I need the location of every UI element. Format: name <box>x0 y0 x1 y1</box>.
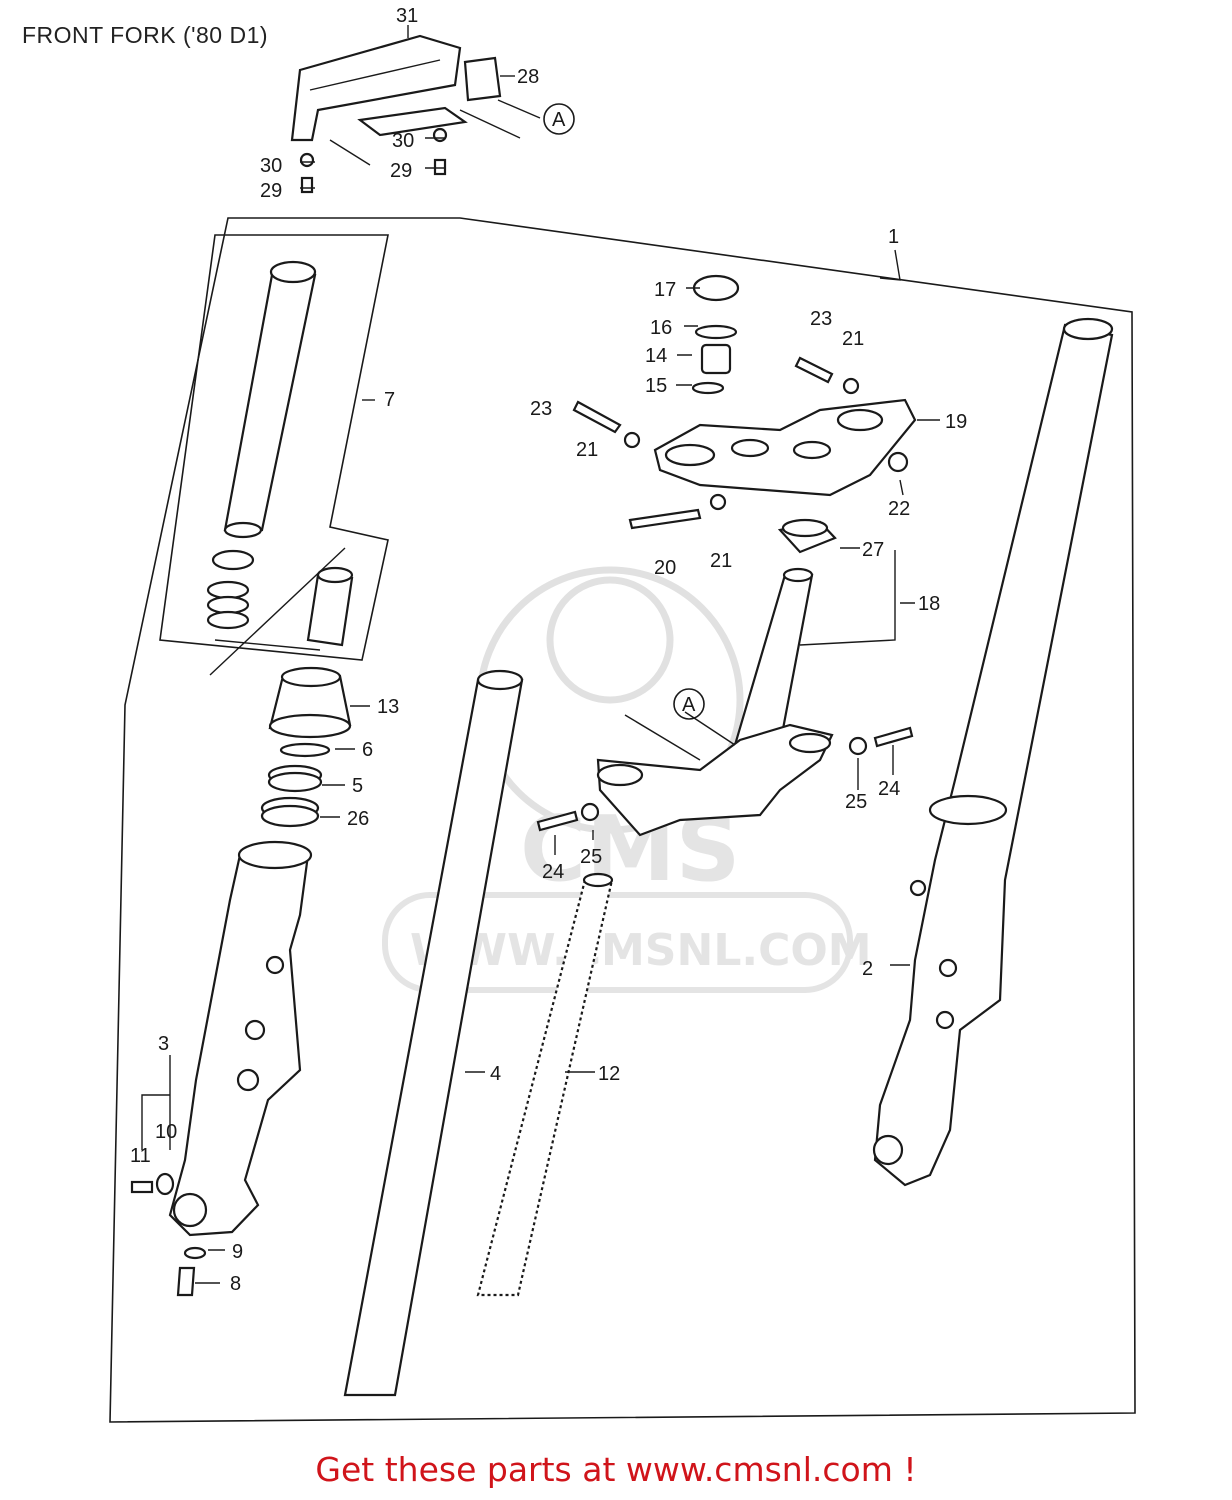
oil-seal-parts <box>260 666 352 828</box>
callout-14: 14 <box>645 345 667 367</box>
callout-21b: 21 <box>576 439 598 461</box>
cms-watermark: CMS WWW.CMSNL.COM <box>382 566 872 993</box>
callout-27: 27 <box>862 539 884 561</box>
callout-4: 4 <box>490 1063 501 1085</box>
handle-bracket-31 <box>290 34 521 194</box>
callout-6: 6 <box>362 739 373 761</box>
fork-slider-left <box>168 840 313 1237</box>
callout-23b: 23 <box>530 398 552 420</box>
callout-7: 7 <box>384 389 395 411</box>
callout-18: 18 <box>918 593 940 615</box>
fork-spring <box>476 872 614 1297</box>
callout-1: 1 <box>888 226 899 248</box>
callout-17: 17 <box>654 279 676 301</box>
callout-13: 13 <box>377 696 399 718</box>
callout-16: 16 <box>650 317 672 339</box>
callout-30b: 30 <box>392 130 414 152</box>
bottom-bridge-fasteners <box>536 726 914 832</box>
callout-23a: 23 <box>810 308 832 330</box>
callout-12: 12 <box>598 1063 620 1085</box>
reference-marker-a-stem: A <box>673 688 705 720</box>
callout-15: 15 <box>645 375 667 397</box>
callout-20: 20 <box>654 557 676 579</box>
callout-24b: 24 <box>542 861 564 883</box>
callout-21a: 21 <box>842 328 864 350</box>
fork-pipe <box>223 260 317 539</box>
callout-22: 22 <box>888 498 910 520</box>
fork-pipe-subassembly-outline <box>159 234 389 661</box>
svg-text:A: A <box>682 694 696 716</box>
diagram-title: FRONT FORK ('80 D1) <box>22 22 269 48</box>
callout-28: 28 <box>517 66 539 88</box>
promo-link[interactable]: Get these parts at www.cmsnl.com ! <box>315 1450 917 1489</box>
assembly-outline <box>109 217 1136 1423</box>
top-bridge-fasteners <box>572 274 909 554</box>
steering-stem <box>596 567 834 837</box>
callout-26: 26 <box>347 808 369 830</box>
rebound-spring-parts <box>206 547 354 676</box>
callout-5: 5 <box>352 775 363 797</box>
callout-labels: 31 28 30 30 29 29 1 17 23 16 21 14 15 7 … <box>130 5 967 1295</box>
callout-10: 10 <box>155 1121 177 1143</box>
callout-21c: 21 <box>710 550 732 572</box>
callout-31: 31 <box>396 5 418 27</box>
fork-leg-right <box>872 317 1114 1187</box>
callout-3: 3 <box>158 1033 169 1055</box>
svg-text:A: A <box>552 109 566 131</box>
watermark-url: WWW.CMSNL.COM <box>410 925 872 976</box>
reference-marker-a-top: A <box>543 103 575 135</box>
leader-lines <box>141 25 940 1284</box>
callout-19: 19 <box>945 411 967 433</box>
callout-8: 8 <box>230 1273 241 1295</box>
upper-fork-bridge <box>653 398 917 497</box>
callout-11: 11 <box>130 1145 151 1167</box>
callout-9: 9 <box>232 1241 243 1263</box>
callout-25a: 25 <box>845 791 867 813</box>
callout-24a: 24 <box>878 778 900 800</box>
callout-30a: 30 <box>260 155 282 177</box>
inner-fork-tube <box>343 669 524 1397</box>
drain-bolt-parts <box>130 1172 207 1297</box>
front-fork-exploded-diagram: CMS WWW.CMSNL.COM <box>109 5 1136 1423</box>
callout-2: 2 <box>862 958 873 980</box>
callout-29b: 29 <box>390 160 412 182</box>
callout-29a: 29 <box>260 180 282 202</box>
callout-25b: 25 <box>580 846 602 868</box>
